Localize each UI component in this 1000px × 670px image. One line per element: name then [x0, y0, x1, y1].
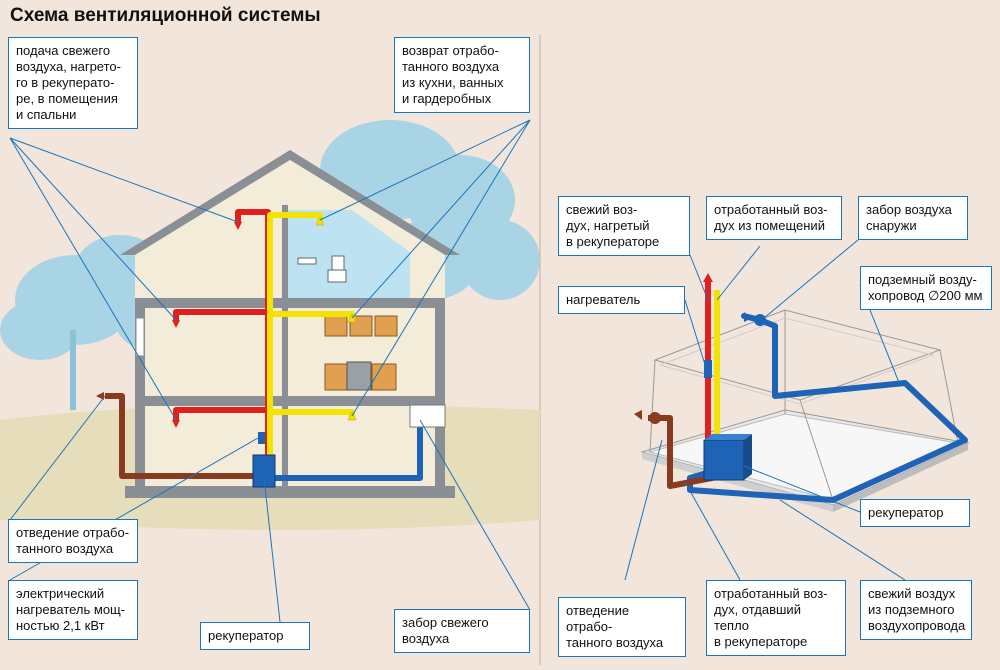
label-left-return: возврат отрабо- танного воздуха из кухни…	[394, 37, 530, 113]
label-left-intake: забор свежего воздуха	[394, 609, 530, 653]
arrow-icon	[172, 222, 242, 428]
toilet-icon	[327, 255, 347, 283]
label-right-exhaust-rooms: отработанный воз- дух из помещений	[706, 196, 842, 240]
label-right-recuperator: рекуператор	[860, 499, 970, 527]
arrow-icon	[744, 312, 752, 322]
arrow-icon	[96, 392, 104, 400]
label-right-exhaust: отведение отрабо- танного воздуха	[558, 597, 686, 657]
house-cross-section-icon	[120, 150, 460, 498]
arrow-icon	[713, 290, 721, 298]
label-left-heater: электрический нагреватель мощ- ностью 2,…	[8, 580, 138, 640]
label-right-exhaust-cooled: отработанный воз- дух, отдавший тепло в …	[706, 580, 846, 656]
label-left-recuperator: рекуператор	[200, 622, 310, 650]
label-right-underground-duct: подземный возду- хопровод ∅200 мм	[860, 266, 992, 310]
arrow-icon	[703, 273, 713, 282]
label-right-fresh-underground: свежий воздух из подземного воздухопрово…	[860, 580, 972, 640]
label-right-intake: забор воздуха снаружи	[858, 196, 968, 240]
page-title: Схема вентиляционной системы	[10, 5, 321, 26]
recuperator-unit-icon	[252, 454, 276, 488]
heater-unit	[704, 360, 712, 378]
label-left-supply: подача свежего воздуха, нагрето- го в ре…	[8, 37, 138, 129]
label-left-exhaust: отведение отрабо- танного воздуха	[8, 519, 138, 563]
stove-icon	[346, 361, 372, 391]
intake-grille	[409, 404, 446, 428]
recuperator-unit-icon	[703, 439, 745, 481]
heater-unit	[258, 432, 265, 444]
label-right-heater: нагреватель	[558, 286, 685, 314]
sink-icon	[297, 257, 317, 265]
arrow-icon	[634, 410, 642, 420]
label-right-fresh-heated: свежий воз- дух, нагретый в рекуператоре	[558, 196, 690, 256]
kitchen-cabinets-icon	[324, 315, 398, 391]
